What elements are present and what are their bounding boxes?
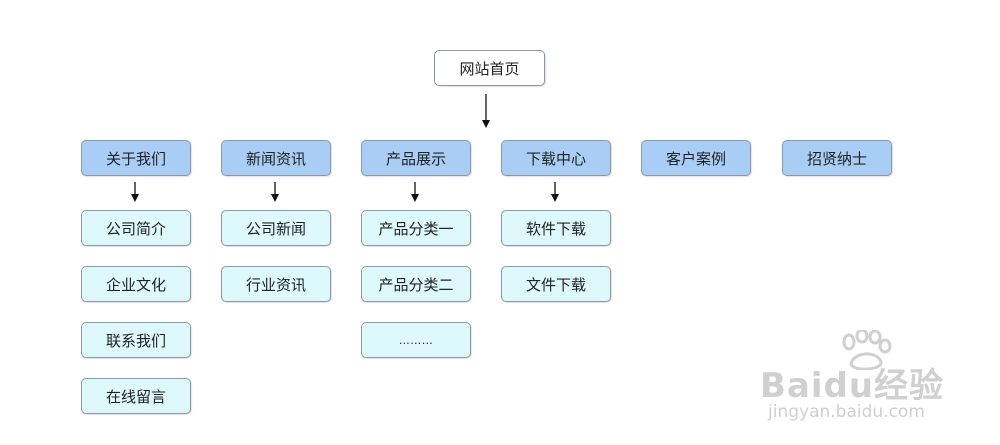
company-news-node[interactable]: 公司新闻 — [221, 210, 331, 246]
paw-icon — [842, 330, 892, 370]
products-node[interactable]: 产品展示 — [361, 140, 471, 176]
industry-news-node[interactable]: 行业资讯 — [221, 266, 331, 302]
contact-us-node[interactable]: 联系我们 — [81, 322, 191, 358]
product-category-1-node[interactable]: 产品分类一 — [361, 210, 471, 246]
about-us-node[interactable]: 关于我们 — [81, 140, 191, 176]
product-more-node[interactable]: ……… — [361, 322, 471, 358]
watermark-url: jingyan.baidu.com — [768, 402, 925, 422]
online-message-node[interactable]: 在线留言 — [81, 378, 191, 414]
client-cases-node[interactable]: 客户案例 — [641, 140, 751, 176]
news-node[interactable]: 新闻资讯 — [221, 140, 331, 176]
home-node[interactable]: 网站首页 — [434, 50, 545, 86]
watermark-logo-text: Baidu经验 — [760, 366, 945, 406]
software-download-node[interactable]: 软件下载 — [501, 210, 611, 246]
corporate-culture-node[interactable]: 企业文化 — [81, 266, 191, 302]
product-category-2-node[interactable]: 产品分类二 — [361, 266, 471, 302]
downloads-node[interactable]: 下载中心 — [501, 140, 611, 176]
baidu-jingyan-watermark: Baidu经验 jingyan.baidu.com — [760, 330, 985, 430]
recruitment-node[interactable]: 招贤纳士 — [782, 140, 892, 176]
file-download-node[interactable]: 文件下载 — [501, 266, 611, 302]
company-profile-node[interactable]: 公司简介 — [81, 210, 191, 246]
